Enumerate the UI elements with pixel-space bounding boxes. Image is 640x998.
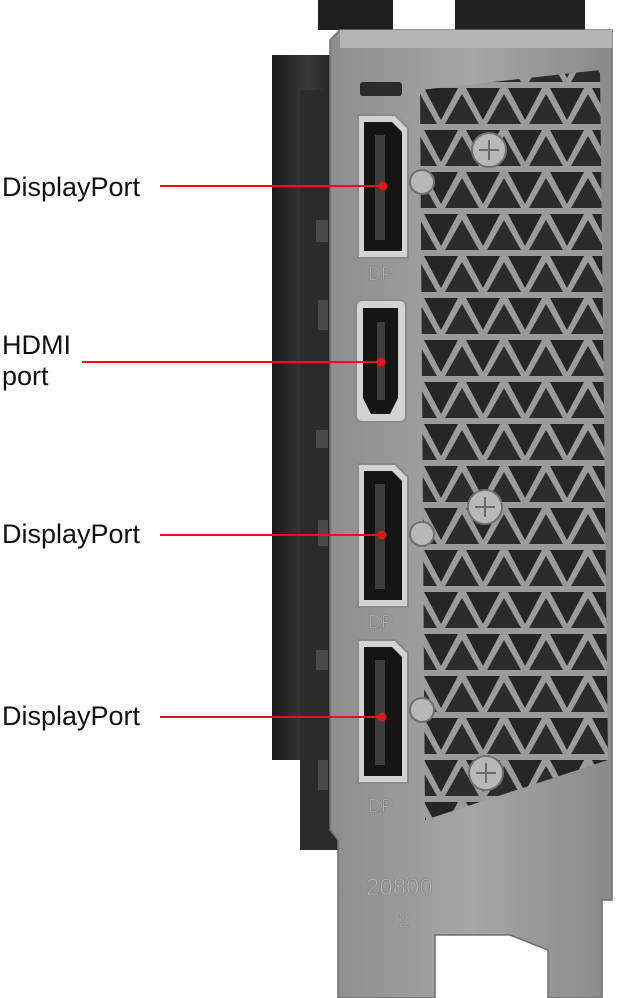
dp-mark-3: DP [368,796,393,816]
bracket-top-fold [340,30,612,48]
leader-dot-4 [377,712,387,722]
cooler-top [318,0,393,30]
dp-mark-1: DP [368,264,393,284]
screw-crosses [475,140,499,783]
vent-mesh [420,70,608,820]
callout-label-hdmi-port: HDMI port [2,330,71,391]
leader-dot-2 [376,357,386,367]
bracket-slot [360,82,402,96]
leader-dot-3 [377,530,387,540]
pcb-components [316,220,328,790]
dp-mark-2: DP [368,612,393,632]
model-code-mark: 20800 [366,874,433,901]
model-sub-mark: 2 [398,910,409,932]
callout-label-displayport-1: DisplayPort [2,172,141,202]
leader-dots [376,181,388,722]
callout-label-displayport-3: DisplayPort [2,701,141,731]
leader-lines [82,185,383,718]
displayport-connector-3 [357,639,409,784]
callout-label-displayport-2: DisplayPort [2,519,141,549]
cooler-top-right [455,0,585,30]
leader-dot-1 [378,181,388,191]
